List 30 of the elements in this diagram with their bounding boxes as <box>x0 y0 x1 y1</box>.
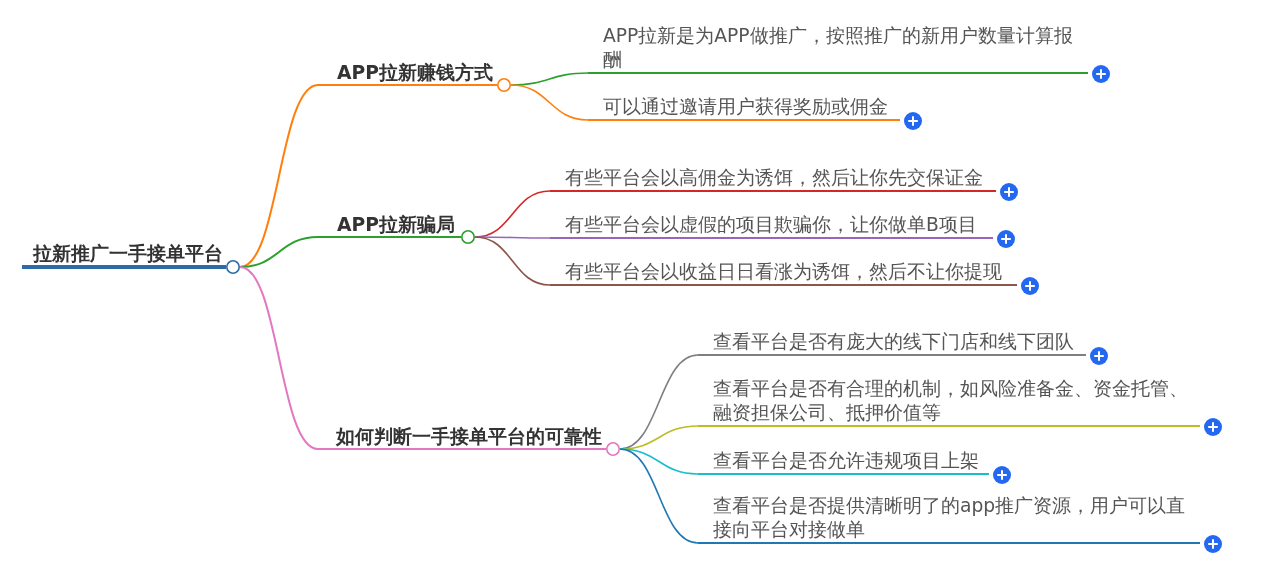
subtopic <box>698 494 1222 554</box>
branch-topic <box>318 426 620 456</box>
topic-text: 查看平台是否有庞大的线下门店和线下团队 <box>712 330 1075 355</box>
branch-connector <box>619 448 699 544</box>
topic-text: APP拉新赚钱方式 <box>336 62 494 84</box>
topic-text: 有些平台会以收益日日看涨为诱饵，然后不让你提现 <box>564 260 1003 285</box>
branch-connector <box>474 236 551 286</box>
subtopic <box>588 24 1110 84</box>
subtopic <box>698 330 1108 366</box>
subtopic <box>550 260 1039 296</box>
subtopic <box>550 213 1015 249</box>
subtopic <box>698 377 1222 437</box>
topic-text: 查看平台是否有合理的机制，如风险准备金、资金托管、融资担保公司、抵押价值等 <box>712 377 1189 426</box>
topic-text: APP拉新是为APP做推广，按照推广的新用户数量计算报酬 <box>602 24 1074 73</box>
topic-text: 查看平台是否提供清晰明了的app推广资源，用户可以直接向平台对接做单 <box>712 494 1187 543</box>
topic-text: 可以通过邀请用户获得奖励或佣金 <box>602 95 889 120</box>
topic-text: APP拉新骗局 <box>336 214 456 236</box>
subtopic <box>698 449 1011 485</box>
branch-connector <box>510 84 589 121</box>
topic-text: 有些平台会以虚假的项目欺骗你，让你做单B项目 <box>564 213 978 238</box>
branch-connector <box>239 266 319 450</box>
subtopic <box>550 166 1018 202</box>
topic-text: 拉新推广一手接单平台 <box>31 243 224 265</box>
topic-text: 有些平台会以高佣金为诱饵，然后让你先交保证金 <box>564 166 984 191</box>
branch-topic <box>318 62 511 92</box>
branch-topic <box>318 214 475 244</box>
subtopic <box>588 95 922 131</box>
central-topic <box>22 243 240 274</box>
topic-text: 如何判断一手接单平台的可靠性 <box>335 426 603 448</box>
topic-text: 查看平台是否允许违规项目上架 <box>712 449 980 474</box>
